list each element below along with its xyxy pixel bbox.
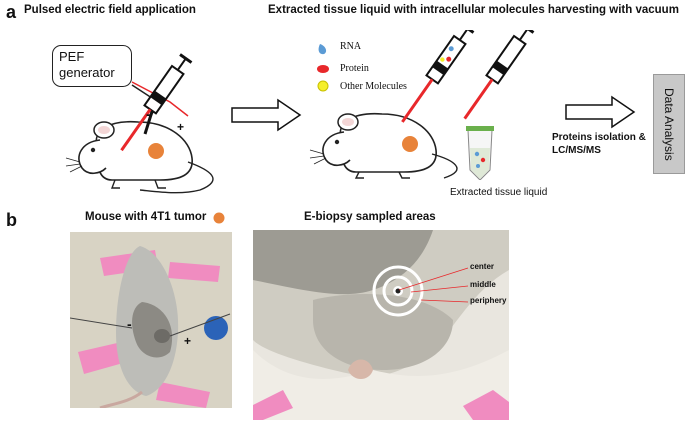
data-analysis-label: Data Analysis (662, 87, 676, 161)
mouse-with-electrodes-illustration (65, 53, 214, 194)
photo-plus-label: + (184, 334, 192, 348)
sampled-areas-title: E-biopsy sampled areas (304, 211, 436, 223)
tumor-dot-icon (213, 212, 225, 224)
region-periphery-label: periphery (470, 296, 507, 305)
panel-b-letter: b (6, 210, 17, 230)
legend-rna-label: RNA (340, 41, 362, 52)
region-middle-label: middle (470, 280, 496, 289)
process-arrow-1 (231, 98, 302, 132)
other-molecules-icon (317, 80, 329, 92)
legend-protein-label: Protein (340, 63, 369, 74)
syringe-and-tube-illustration (463, 30, 535, 180)
mouse-with-syringe-illustration (309, 30, 475, 179)
legend-other-molecules-label: Other Molecules (340, 81, 407, 92)
electrode-minus-label: - (146, 106, 151, 122)
data-analysis-box: Data Analysis (653, 74, 685, 174)
pef-application-title: Pulsed electric field application (24, 4, 196, 16)
legend-icons (317, 44, 329, 92)
protein-icon (317, 65, 329, 73)
pef-generator-label: PEF generator (59, 49, 115, 80)
e-biopsy-photo (253, 230, 509, 420)
mouse-tumor-photo (70, 232, 232, 408)
photo-minus-label: - (127, 316, 132, 332)
harvesting-title: Extracted tissue liquid with intracellul… (268, 4, 679, 16)
proteins-isolation-caption: Proteins isolation & (552, 132, 646, 143)
tube-caption: Extracted tissue liquid (450, 187, 548, 198)
mouse-tumor-title: Mouse with 4T1 tumor (85, 211, 207, 223)
region-center-label: center (470, 262, 495, 271)
electrode-plus-label: + (177, 120, 185, 134)
process-arrow-2 (565, 95, 636, 129)
rna-icon (318, 44, 327, 55)
panel-a-letter: a (6, 2, 17, 22)
pef-generator-box: PEF generator (52, 45, 132, 87)
lcms-caption: LC/MS/MS (552, 145, 601, 156)
